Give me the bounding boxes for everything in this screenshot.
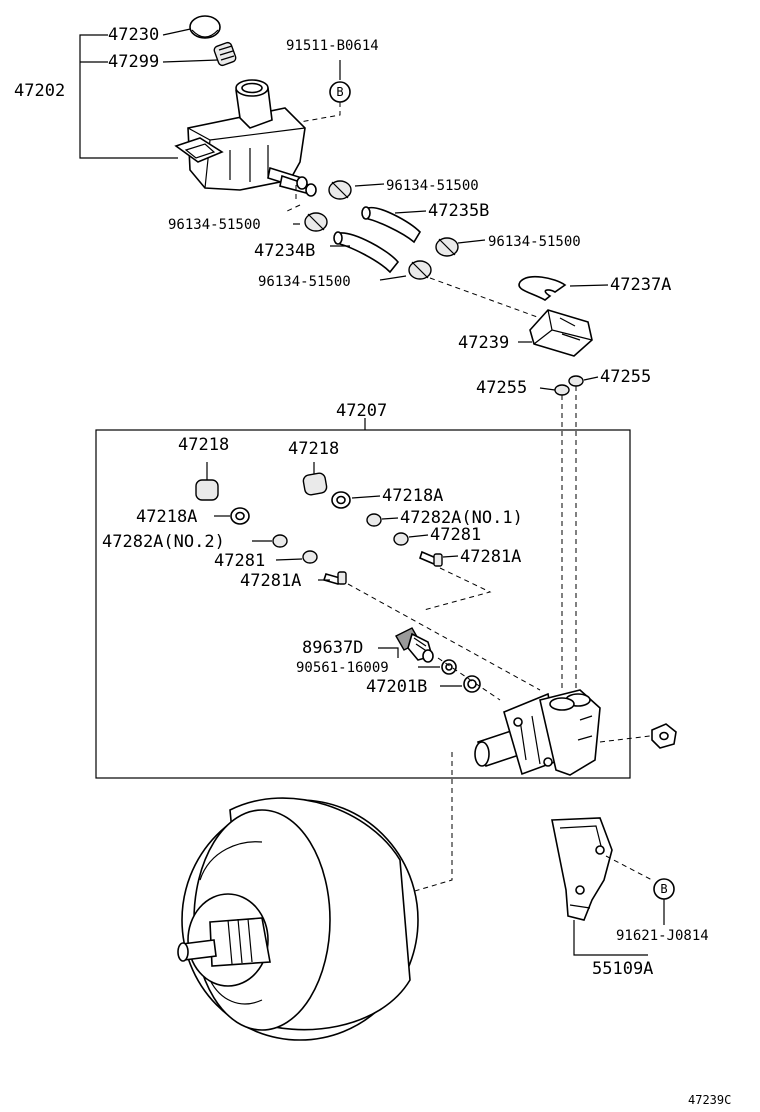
label-89637D: 89637D [302, 638, 363, 658]
master-cylinder-box-47207 [95, 418, 631, 779]
label-91621-J0814: 91621-J0814 [616, 928, 709, 944]
bracket-55109A [551, 817, 675, 956]
label-47281-left: 47281 [214, 551, 265, 571]
label-47282A-no1: 47282A(NO.1) [400, 508, 523, 528]
screw-47281A-right [419, 550, 459, 567]
label-96134-51500-b: 96134-51500 [168, 217, 261, 233]
drawing-number: 47239C [688, 1093, 731, 1107]
hose-group [284, 180, 541, 319]
bolt-47281-right [393, 532, 429, 546]
label-47218A-right: 47218A [382, 486, 443, 506]
bolt-47281-left [275, 550, 318, 564]
clamp-3 [435, 237, 459, 257]
labels: 47230 47299 47202 91511-B0614 B 96134-51… [14, 25, 731, 1107]
reservoir-group [79, 15, 351, 197]
label-91511-B0614: 91511-B0614 [286, 38, 379, 54]
clip-47237A [518, 275, 609, 301]
grommet-47239 [518, 309, 593, 357]
reservoir-tank-47202 [174, 79, 317, 197]
label-47255-right: 47255 [600, 367, 651, 387]
washer-47282A-no2 [252, 534, 288, 548]
circle-B-top: B [336, 85, 343, 99]
plug-47218-left [195, 462, 219, 501]
label-47234B: 47234B [254, 241, 315, 261]
label-47202: 47202 [14, 81, 65, 101]
label-47282A-no2: 47282A(NO.2) [102, 532, 225, 552]
circle-B-bottom: B [660, 882, 667, 896]
label-90561-16009: 90561-16009 [296, 660, 389, 676]
reservoir-cap-47230 [189, 15, 221, 39]
label-47218A-left: 47218A [136, 507, 197, 527]
master-cylinder-body [474, 689, 601, 776]
label-47207: 47207 [336, 401, 387, 421]
clamp-1 [328, 180, 352, 200]
label-47281-right: 47281 [430, 525, 481, 545]
label-55109A: 55109A [592, 959, 653, 979]
screw-47281A-left [318, 571, 347, 585]
clamp-4 [408, 260, 432, 280]
label-47299: 47299 [108, 52, 159, 72]
hose-47234B [333, 231, 400, 274]
label-47235B: 47235B [428, 201, 489, 221]
hose-47235B [361, 206, 422, 244]
clamp-2 [304, 212, 328, 232]
label-47281A-left: 47281A [240, 571, 301, 591]
label-47218-left: 47218 [178, 435, 229, 455]
sensor-89637D [378, 627, 434, 663]
seal-47218A-left [214, 507, 250, 525]
nut [599, 723, 677, 749]
brake-booster [177, 752, 453, 1041]
label-47281A-right: 47281A [460, 547, 521, 567]
label-47218-right: 47218 [288, 439, 339, 459]
label-47201B: 47201B [366, 677, 427, 697]
label-96134-51500-a: 96134-51500 [386, 178, 479, 194]
label-47230: 47230 [108, 25, 159, 45]
label-96134-51500-c: 96134-51500 [488, 234, 581, 250]
grommets-47255 [539, 375, 599, 690]
strainer-47299 [213, 41, 237, 67]
seal-47218A-right [331, 491, 381, 509]
label-47237A: 47237A [610, 275, 671, 295]
washer-47282A-no1 [366, 513, 399, 527]
label-47255-left: 47255 [476, 378, 527, 398]
gasket-90561 [418, 659, 457, 675]
oring-47201B [440, 675, 481, 693]
label-47239: 47239 [458, 333, 509, 353]
label-96134-51500-d: 96134-51500 [258, 274, 351, 290]
plug-47218-right [302, 462, 328, 496]
